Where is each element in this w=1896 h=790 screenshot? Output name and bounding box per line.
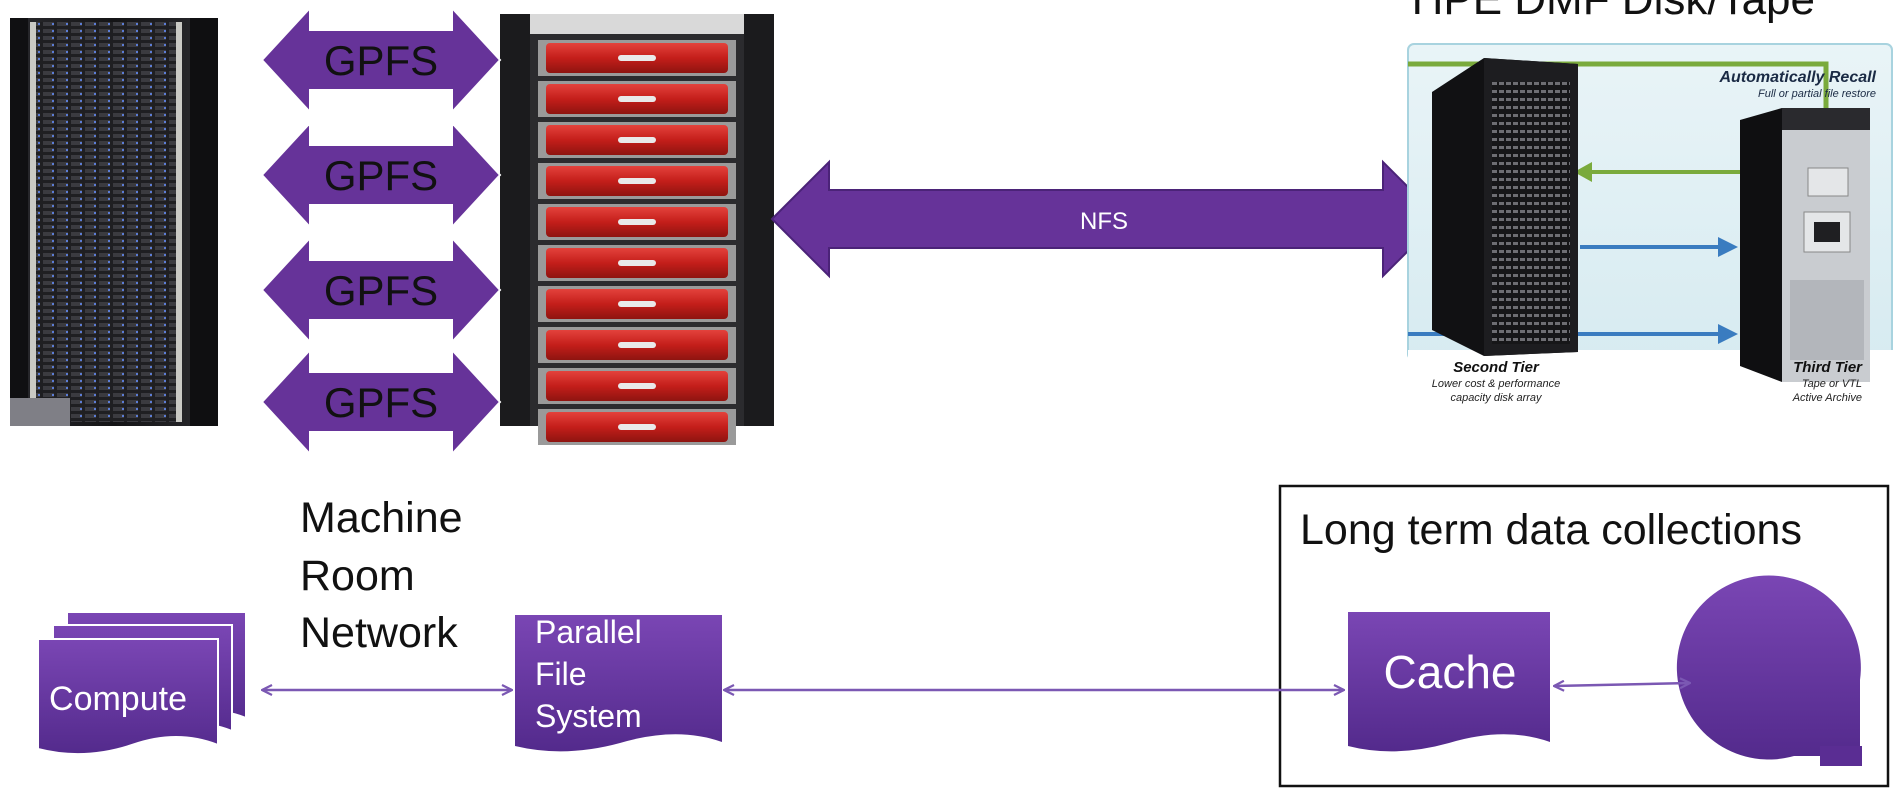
network-label-line3: Network xyxy=(300,609,458,657)
server-unit xyxy=(538,409,736,445)
gpfs-label: GPFS xyxy=(324,379,438,426)
recall-arrow-head xyxy=(1574,162,1592,182)
third-tier-title: Third Tier xyxy=(1793,359,1863,376)
migrate-arrow-head xyxy=(1718,237,1738,257)
nfs-label: NFS xyxy=(1080,208,1128,235)
network-label-line1: Machine xyxy=(300,494,463,542)
gpfs-label: GPFS xyxy=(324,152,438,199)
compute-rack-photo xyxy=(10,18,218,426)
cache-node: Cache xyxy=(1348,612,1550,752)
network-label-line2: Room xyxy=(300,552,415,600)
second-tier-line1: Lower cost & performance xyxy=(1432,378,1560,390)
compute-label: Compute xyxy=(49,680,187,718)
gpfs-double-arrow xyxy=(260,347,502,457)
gpfs-double-arrow xyxy=(260,120,502,230)
gpfs-link-2: GPFS xyxy=(260,120,502,230)
dmf-title: HPE DMF Disk/Tape xyxy=(1412,0,1815,24)
connectors xyxy=(262,683,1690,690)
archive-arrow-head xyxy=(1718,324,1738,344)
third-tier-line2: Active Archive xyxy=(1792,392,1862,404)
pfs-label-line1: Parallel xyxy=(535,614,642,650)
server-unit xyxy=(538,327,736,363)
recall-title: Automatically Recall xyxy=(1719,69,1877,86)
cache-to-tape-connector xyxy=(1554,683,1690,686)
network-label: Machine Room Network xyxy=(300,494,463,657)
server-unit xyxy=(538,286,736,322)
parallel-file-system-node: Parallel File System xyxy=(515,614,722,752)
nfs-link: NFS xyxy=(770,159,1442,279)
compute-node-stack: Compute xyxy=(37,611,247,756)
server-unit xyxy=(538,368,736,404)
long-term-data-collections-box: Long term data collections Cache xyxy=(1278,484,1890,788)
server-unit xyxy=(538,163,736,199)
gpfs-link-3: GPFS xyxy=(260,235,502,345)
long-term-box-title: Long term data collections xyxy=(1300,506,1802,554)
recall-subtitle: Full or partial file restore xyxy=(1758,88,1876,100)
gpfs-double-arrow xyxy=(260,5,502,115)
gpfs-double-arrow xyxy=(260,235,502,345)
pfs-label-line3: System xyxy=(535,698,642,734)
storage-server-rack-photo xyxy=(500,14,774,445)
third-tier-tape-library-icon xyxy=(1740,108,1870,382)
server-unit xyxy=(538,122,736,158)
second-tier-title: Second Tier xyxy=(1453,359,1540,376)
gpfs-link-1: GPFS xyxy=(260,5,502,115)
server-unit xyxy=(538,204,736,240)
dmf-tier-graphic: Automatically Recall Full or partial fil… xyxy=(1407,43,1896,406)
cache-label: Cache xyxy=(1384,646,1517,698)
server-unit xyxy=(538,245,736,281)
second-tier-disk-array-icon xyxy=(1432,58,1578,356)
server-unit xyxy=(538,81,736,117)
gpfs-links: GPFS GPFS GPFS GPFS xyxy=(260,5,502,457)
gpfs-link-4: GPFS xyxy=(260,347,502,457)
gpfs-label: GPFS xyxy=(324,267,438,314)
gpfs-label: GPFS xyxy=(324,37,438,84)
pfs-label-line2: File xyxy=(535,656,587,692)
server-unit xyxy=(538,40,736,76)
tape-storage-icon xyxy=(1676,575,1862,766)
second-tier-line2: capacity disk array xyxy=(1450,392,1543,404)
third-tier-line1: Tape or VTL xyxy=(1802,378,1862,390)
